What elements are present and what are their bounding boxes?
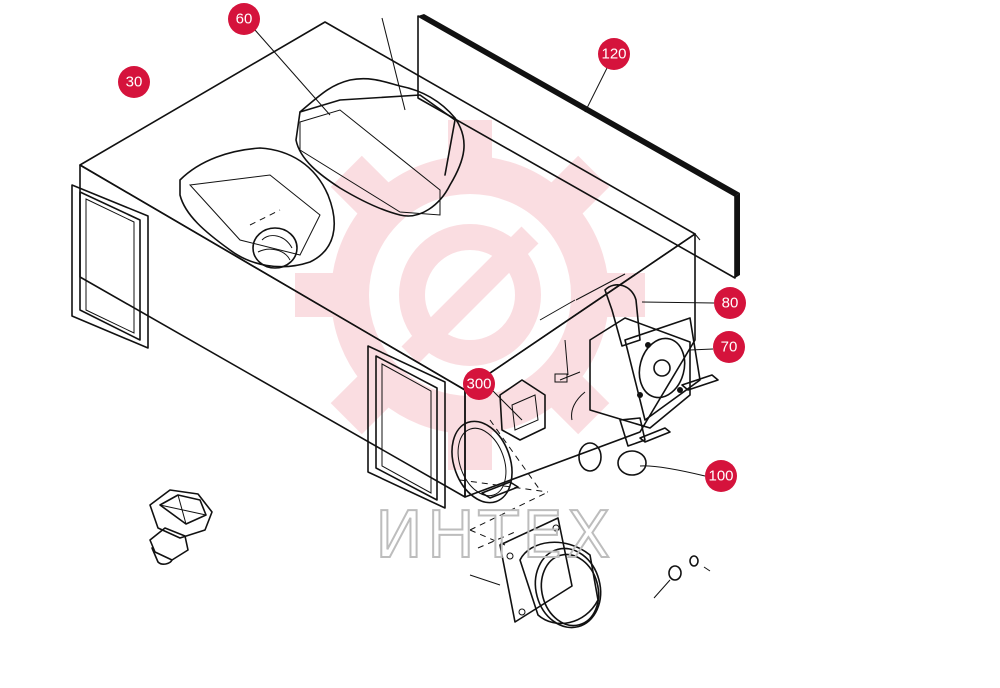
duct-opening [451, 420, 513, 504]
float-switch [578, 442, 647, 476]
housing-box [79, 21, 701, 498]
fan-cutaway [179, 147, 335, 269]
o-rings [653, 555, 711, 599]
condensate-bracket [499, 379, 546, 441]
callout-label: 30 [126, 74, 143, 91]
callout-label: 70 [721, 339, 738, 356]
callout-80: 80 [714, 287, 746, 319]
callout-label: 60 [236, 11, 253, 28]
callout-300: 300 [463, 368, 495, 400]
filter-panel [417, 14, 740, 279]
callout-70: 70 [713, 331, 745, 363]
callout-120: 120 [598, 38, 630, 70]
exploded-guide-lines [459, 419, 549, 549]
callout-label: 80 [722, 295, 739, 312]
duct-connector [469, 517, 602, 629]
callout-100: 100 [705, 460, 737, 492]
callout-30: 30 [118, 66, 150, 98]
callout-label: 300 [466, 376, 491, 393]
drain-pump-assembly [554, 284, 701, 447]
front-access-panel [367, 345, 446, 509]
callout-label: 100 [708, 468, 733, 485]
watermark-text: ИНТЕХ [375, 499, 614, 573]
mounting-brackets [481, 374, 719, 499]
callout-60: 60 [228, 3, 260, 35]
watermark-gear-logo [295, 120, 645, 470]
left-access-panel [71, 184, 149, 349]
callout-label: 120 [601, 46, 626, 63]
filter-cutaway [295, 77, 465, 217]
drain-elbow-fitting [149, 489, 213, 565]
leader-lines [254, 17, 715, 477]
